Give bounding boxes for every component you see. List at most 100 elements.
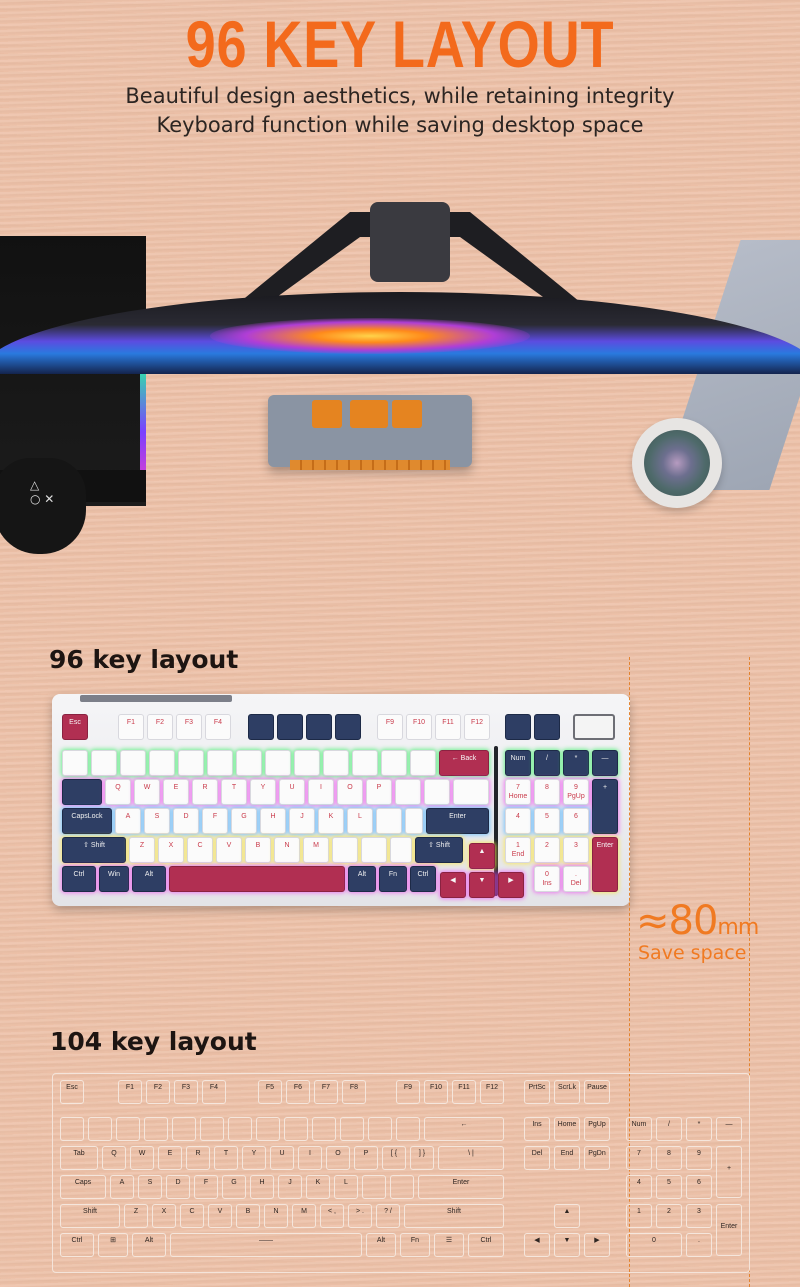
okey-c: C <box>180 1204 204 1228</box>
key-win: Win <box>99 866 129 892</box>
key-f1: F1 <box>118 714 144 740</box>
key-alt-right: Alt <box>348 866 376 892</box>
key-ctrl-right: Ctrl <box>410 866 436 892</box>
key-comma <box>332 837 358 863</box>
okey-4 <box>172 1117 196 1141</box>
okey-s: S <box>138 1175 162 1199</box>
key-4 <box>178 750 204 776</box>
okey-j: J <box>278 1175 302 1199</box>
okey-home: Home <box>554 1117 580 1141</box>
key-equals <box>410 750 436 776</box>
section-title-96: 96 key layout <box>49 645 239 674</box>
okey-f5: F5 <box>258 1080 282 1104</box>
okey-f9: F9 <box>396 1080 420 1104</box>
page-title: 96 KEY LAYOUT <box>185 7 615 81</box>
okey-kp-7: 7 <box>626 1146 652 1170</box>
save-space-caption: Save space <box>638 942 747 964</box>
key-z: Z <box>129 837 155 863</box>
okey-o: O <box>326 1146 350 1170</box>
okey-y: Y <box>242 1146 266 1170</box>
key-kp-8: 8 <box>534 779 560 805</box>
key-j: J <box>289 808 315 834</box>
key-k: K <box>318 808 344 834</box>
key-r: R <box>192 779 218 805</box>
okey-d: D <box>166 1175 190 1199</box>
okey-i: I <box>298 1146 322 1170</box>
key-f5 <box>248 714 274 740</box>
gamepad-icon <box>0 458 86 554</box>
key-u: U <box>279 779 305 805</box>
key-f11: F11 <box>435 714 461 740</box>
key-kp-slash: / <box>534 750 560 776</box>
key-ctrl-left: Ctrl <box>62 866 96 892</box>
okey-k: K <box>306 1175 330 1199</box>
okey-f10: F10 <box>424 1080 448 1104</box>
key-f9: F9 <box>377 714 403 740</box>
key-period <box>361 837 387 863</box>
okey-arrow-right: ▶ <box>584 1233 610 1257</box>
okey-p: P <box>354 1146 378 1170</box>
okey-pause: Pause <box>584 1080 610 1104</box>
key-esc: Esc <box>62 714 88 740</box>
key-t: T <box>221 779 247 805</box>
key-dash <box>381 750 407 776</box>
okey-arrow-up: ▲ <box>554 1204 580 1228</box>
key-end-label: End <box>511 851 525 858</box>
okey-a: A <box>110 1175 134 1199</box>
key-kp-4: 4 <box>505 808 531 834</box>
key-f6 <box>277 714 303 740</box>
okey-alt-left: Alt <box>132 1233 166 1257</box>
key-arrow-down: ▼ <box>469 872 495 898</box>
okey-end: End <box>554 1146 580 1170</box>
okey-5 <box>200 1117 224 1141</box>
key-3 <box>149 750 175 776</box>
section-title-104: 104 key layout <box>50 1027 257 1056</box>
okey-n: N <box>264 1204 288 1228</box>
keyboard-divider <box>494 746 498 896</box>
keycap-icon <box>312 400 342 428</box>
pc-rgb-strip <box>140 362 146 502</box>
okey-kp-5: 5 <box>656 1175 682 1199</box>
key-kp-2: 2 <box>534 837 560 863</box>
key-e: E <box>163 779 189 805</box>
okey-fn: Fn <box>400 1233 430 1257</box>
key-l: L <box>347 808 373 834</box>
key-kp-1-label: 1 <box>516 842 520 849</box>
okey-ctrl-left: Ctrl <box>60 1233 94 1257</box>
keycap-row <box>290 460 450 470</box>
okey-6 <box>228 1117 252 1141</box>
key-n: N <box>274 837 300 863</box>
okey-u: U <box>270 1146 294 1170</box>
measure-unit: mm <box>717 915 759 940</box>
okey-f11: F11 <box>452 1080 476 1104</box>
succulent-plant-icon <box>644 430 710 496</box>
key-fn: Fn <box>379 866 407 892</box>
key-tab <box>62 779 102 805</box>
monitor-wallpaper-glow <box>210 318 530 354</box>
key-bracket-l <box>395 779 421 805</box>
key-o: O <box>337 779 363 805</box>
okey-h: H <box>250 1175 274 1199</box>
key-home-label: Home <box>508 793 528 800</box>
key-tilde <box>62 750 88 776</box>
key-kp-star: * <box>563 750 589 776</box>
okey-f3: F3 <box>174 1080 198 1104</box>
okey-enter: Enter <box>418 1175 504 1199</box>
okey-bracket-l: [ { <box>382 1146 406 1170</box>
okey-f6: F6 <box>286 1080 310 1104</box>
okey-kp-star: * <box>686 1117 712 1141</box>
okey-q: Q <box>102 1146 126 1170</box>
okey-equals <box>396 1117 420 1141</box>
okey-ctrl-right: Ctrl <box>468 1233 504 1257</box>
key-kp-7-label: 7 <box>516 784 520 791</box>
okey-arrow-down: ▼ <box>554 1233 580 1257</box>
subtitle-line-1: Beautiful design aesthetics, while retai… <box>125 84 675 108</box>
okey-win: ⊞ <box>98 1233 128 1257</box>
key-1 <box>91 750 117 776</box>
okey-backspace: ← <box>424 1117 504 1141</box>
okey-9 <box>312 1117 336 1141</box>
okey-f: F <box>194 1175 218 1199</box>
okey-kp-0: 0 <box>626 1233 682 1257</box>
